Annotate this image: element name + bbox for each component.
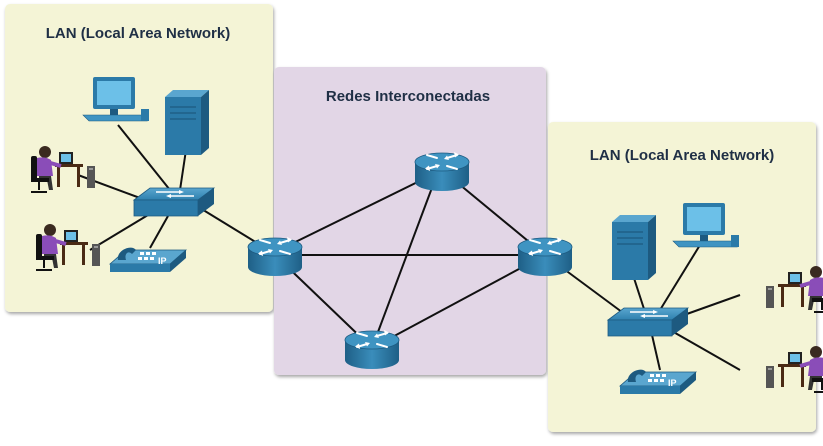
internet-title: Redes Interconectadas: [326, 88, 490, 105]
link-server-switch-left: [179, 149, 187, 191]
switch-right: [607, 307, 689, 337]
ip-phone-right: IP: [619, 369, 697, 395]
internet-panel: [274, 67, 546, 375]
link-phone-switch-left: [149, 215, 169, 249]
link-router-left-top: [274, 169, 443, 253]
ip-phone-left: IP: [109, 247, 187, 273]
switch-left: [133, 187, 215, 217]
router-top: [414, 151, 470, 192]
link-router-bottom-right: [371, 254, 546, 349]
server-right: [611, 214, 657, 281]
lan-right-panel: [548, 122, 816, 432]
link-switch-router-left: [199, 207, 263, 247]
router-bottom: [344, 329, 400, 370]
lan-left-title: LAN (Local Area Network): [46, 25, 230, 42]
server-left: [164, 89, 210, 156]
link-pc-switch-left: [117, 124, 171, 191]
router-left: [247, 236, 303, 277]
link-worker2-switch-right: [669, 329, 741, 371]
link-pc-switch-right: [659, 244, 701, 311]
link-phone-switch-right: [651, 334, 661, 371]
link-router-top-bottom: [371, 184, 434, 349]
router-right: [517, 236, 573, 277]
lan-right-title: LAN (Local Area Network): [590, 147, 774, 164]
ip-phone-right-label: IP: [668, 378, 677, 388]
ip-phone-left-label: IP: [158, 256, 167, 266]
